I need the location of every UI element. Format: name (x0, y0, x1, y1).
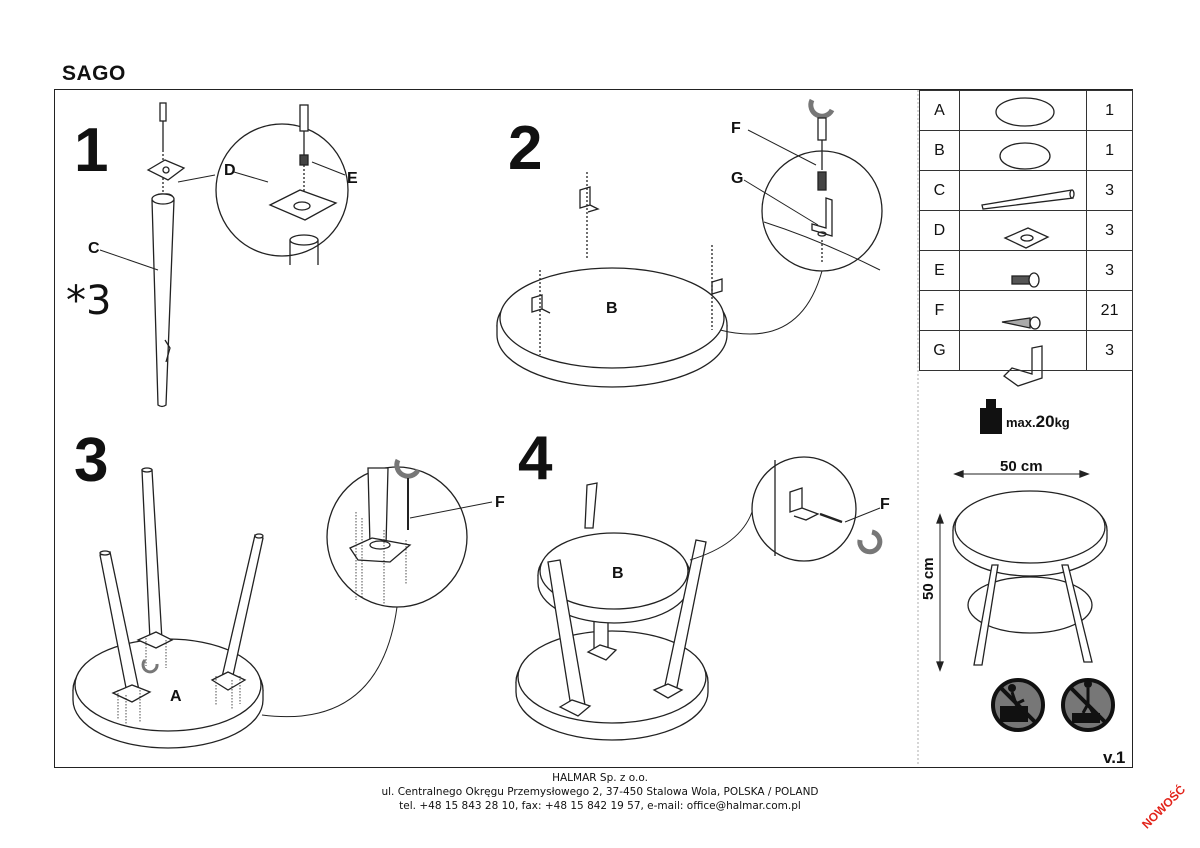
max-load-value: 20 (1035, 412, 1055, 431)
table-row: G 3 (919, 330, 1133, 371)
height-dimension: 50 cm (920, 557, 937, 600)
step-number-4: 4 (518, 424, 553, 493)
callout-c: C (88, 240, 100, 257)
step-number-3: 3 (74, 426, 109, 495)
label-shelf-b: B (606, 300, 618, 317)
part-quantity: 21 (1086, 290, 1133, 331)
part-letter: F (919, 290, 960, 331)
parts-list-table: A 1 B 1 C 3 D 3 E 3 F 21 G 3 (919, 90, 1133, 371)
part-quantity: 3 (1086, 210, 1133, 251)
table-row: B 1 (919, 130, 1133, 171)
callout-g: G (731, 170, 744, 187)
step-number-2: 2 (508, 114, 543, 183)
table-row: C 3 (919, 170, 1133, 211)
table-row: E 3 (919, 250, 1133, 291)
no-standing-icon (1061, 678, 1115, 732)
company-address: ul. Centralnego Okręgu Przemysłowego 2, … (381, 786, 819, 798)
callout-f: F (731, 120, 741, 137)
company-footer: HALMAR Sp. z o.o. ul. Centralnego Okręgu… (0, 771, 1200, 813)
part-letter: C (919, 170, 960, 211)
label-top-a: A (170, 688, 182, 705)
part-quantity: 3 (1086, 330, 1133, 371)
part-quantity: 3 (1086, 170, 1133, 211)
no-climbing-icon (991, 678, 1045, 732)
company-name: HALMAR Sp. z o.o. (552, 772, 648, 784)
width-dimension: 50 cm (1000, 458, 1043, 475)
part-letter: B (919, 130, 960, 171)
dimension-drawing (936, 470, 1108, 672)
company-contact: tel. +48 15 843 28 10, fax: +48 15 842 1… (399, 800, 801, 812)
callout-e: E (347, 170, 358, 187)
part-letter: G (919, 330, 960, 371)
callout-f: F (495, 494, 505, 511)
instruction-frame (54, 89, 1133, 768)
table-row: A 1 (919, 90, 1133, 131)
part-letter: D (919, 210, 960, 251)
quantity-multiplier: *3 (66, 278, 112, 324)
step2-drawing (496, 98, 883, 388)
step3-drawing (72, 458, 493, 749)
step-number-1: 1 (74, 116, 109, 185)
product-title: SAGO (62, 62, 126, 85)
part-quantity: 1 (1086, 130, 1133, 171)
version-label: v.1 (1103, 748, 1126, 767)
step4-drawing (515, 456, 883, 741)
max-load-label: max.20kg (1006, 412, 1070, 432)
part-letter: E (919, 250, 960, 291)
callout-f: F (880, 496, 890, 513)
label-shelf-b: B (612, 565, 624, 582)
part-quantity: 3 (1086, 250, 1133, 291)
table-row: F 21 (919, 290, 1133, 331)
part-letter: A (919, 90, 960, 131)
max-load-prefix: max. (1006, 415, 1036, 430)
max-load-unit: kg (1054, 415, 1070, 430)
table-row: D 3 (919, 210, 1133, 251)
screwdriver-icon (299, 104, 309, 132)
screwdriver-icon (159, 102, 167, 122)
part-quantity: 1 (1086, 90, 1133, 131)
step1-drawing (99, 102, 349, 408)
weight-icon (980, 399, 1002, 434)
callout-d: D (224, 162, 236, 179)
